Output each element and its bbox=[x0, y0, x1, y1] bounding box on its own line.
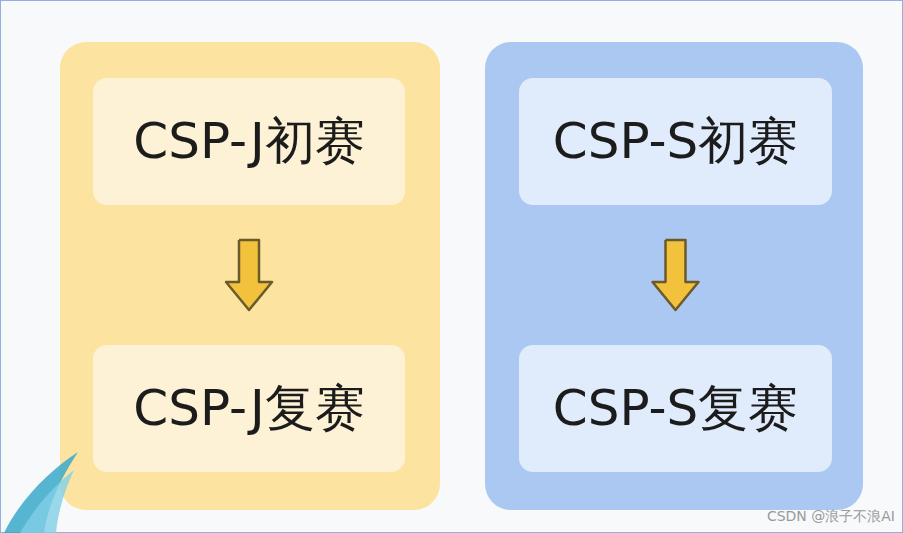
watermark: CSDN @浪子不浪AI bbox=[767, 508, 895, 526]
yellow-panel bbox=[60, 42, 440, 510]
process-box: CSP-J复赛 bbox=[93, 345, 405, 472]
process-box: CSP-S初赛 bbox=[519, 78, 832, 205]
box-label: CSP-S初赛 bbox=[553, 114, 798, 169]
decor-swoosh bbox=[4, 452, 78, 533]
down-arrow bbox=[226, 240, 272, 310]
down-arrow bbox=[653, 240, 699, 310]
box-label: CSP-S复赛 bbox=[553, 381, 798, 436]
process-box: CSP-J初赛 bbox=[93, 78, 405, 205]
process-box: CSP-S复赛 bbox=[519, 345, 832, 472]
box-label: CSP-J初赛 bbox=[133, 114, 364, 169]
blue-panel bbox=[485, 42, 863, 510]
decor-swoosh bbox=[20, 470, 74, 533]
box-label: CSP-J复赛 bbox=[133, 381, 364, 436]
